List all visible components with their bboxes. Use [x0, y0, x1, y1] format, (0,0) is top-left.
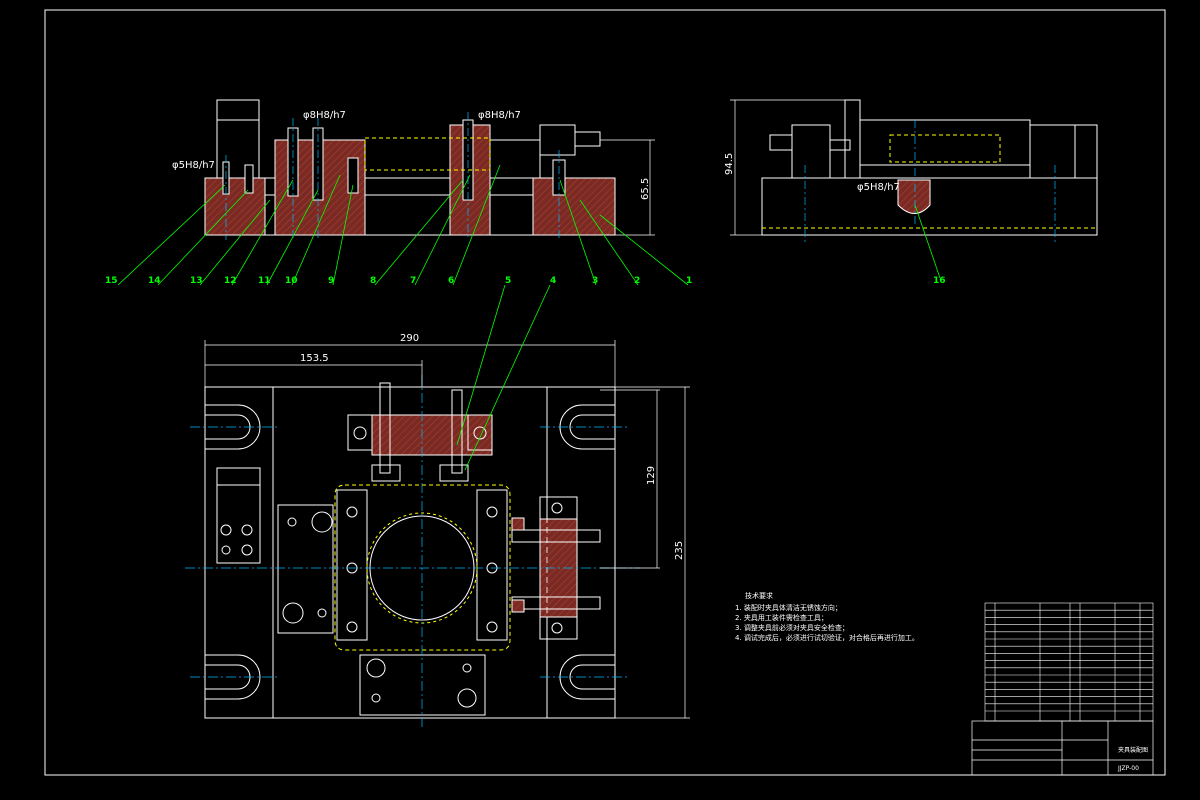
front-upright-left: [216, 99, 260, 179]
fit-label-front-left: φ5H8/h7: [172, 160, 215, 171]
balloon-15: 15: [105, 276, 118, 286]
front-section-left: [204, 177, 266, 236]
dimension-129: 129: [646, 466, 657, 485]
balloon-9: 9: [328, 276, 334, 286]
balloon-13: 13: [190, 276, 203, 286]
fit-label-front-mid: φ8H8/h7: [303, 110, 346, 121]
balloon-12: 12: [224, 276, 237, 286]
balloon-5: 5: [505, 276, 511, 286]
title-block: [971, 720, 1154, 776]
balloon-8: 8: [370, 276, 376, 286]
balloon-14: 14: [148, 276, 161, 286]
front-workpiece-hidden: [364, 137, 491, 171]
plan-workpiece-outline: [334, 484, 511, 651]
plan-view: [204, 382, 616, 719]
balloon-11: 11: [258, 276, 271, 286]
dimension-65-5: 65.5: [640, 178, 651, 200]
side-view: [761, 99, 1098, 236]
parts-list: [984, 602, 1154, 722]
drawing-number: JJZP-00: [1117, 765, 1139, 772]
drawing-border: [44, 9, 1166, 776]
dimension-94-5: 94.5: [724, 153, 735, 175]
fit-label-side: φ5H8/h7: [857, 182, 900, 193]
drawing-name: 夹具装配图: [1118, 746, 1148, 754]
balloon-1: 1: [686, 276, 692, 286]
note-3: 3. 调整夹具前必须对夹具安全检查；: [735, 623, 849, 632]
balloon-2: 2: [634, 276, 640, 286]
front-view: [204, 99, 616, 236]
dimension-153-5: 153.5: [300, 353, 329, 364]
dimension-235: 235: [674, 541, 685, 560]
notes-title: 技术要求: [745, 591, 773, 600]
note-2: 2. 夹具用工装件需检查工具；: [735, 613, 828, 622]
balloon-4: 4: [550, 276, 556, 286]
note-1: 1. 装配时夹具体清洁无锈蚀方向；: [735, 603, 842, 612]
fit-label-front-right: φ8H8/h7: [478, 110, 521, 121]
note-4: 4. 调试完成后，必须进行试切验证，对合格后再进行加工。: [735, 633, 919, 642]
side-section: [897, 179, 931, 214]
balloon-16: 16: [933, 276, 946, 286]
plan-top-clamp: [371, 414, 493, 456]
front-section-right: [532, 177, 616, 236]
balloon-7: 7: [410, 276, 416, 286]
dimension-290: 290: [400, 333, 419, 344]
balloon-10: 10: [285, 276, 298, 286]
balloon-6: 6: [448, 276, 454, 286]
balloon-3: 3: [592, 276, 598, 286]
front-clamp-body: [489, 139, 541, 179]
technical-notes: 技术要求 1. 装配时夹具体清洁无锈蚀方向； 2. 夹具用工装件需检查工具； 3…: [735, 591, 919, 642]
